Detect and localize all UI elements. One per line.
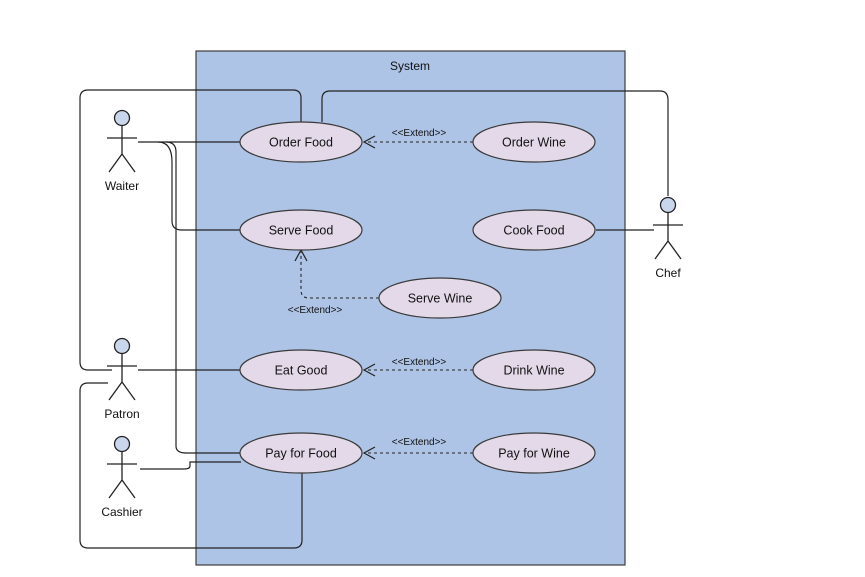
actor-patron[interactable]: Patron xyxy=(104,337,140,422)
use-case-cook-food-ellipse[interactable] xyxy=(472,209,596,251)
extend-pay-for-wine-arrow xyxy=(362,446,376,460)
use-case-order-food-label: Order Food xyxy=(269,136,333,150)
use-case-cook-food-label: Cook Food xyxy=(503,224,564,238)
use-case-order-food-ellipse[interactable] xyxy=(239,121,363,163)
use-case-pay-for-wine[interactable]: Pay for Wine xyxy=(472,432,596,474)
use-case-order-wine-ellipse[interactable] xyxy=(472,121,596,163)
actor-waiter-body xyxy=(107,126,137,173)
use-case-serve-wine[interactable]: Serve Wine xyxy=(378,277,502,319)
actor-chef[interactable]: Chef xyxy=(653,196,683,281)
use-cases: Order Food Order Wine Serve Food Cook Fo… xyxy=(239,121,596,474)
use-case-drink-wine-label: Drink Wine xyxy=(503,364,564,378)
extend-order-wine-arrow xyxy=(362,135,376,149)
use-case-pay-for-food-label: Pay for Food xyxy=(265,447,337,461)
actor-cashier-label: Cashier xyxy=(101,505,142,519)
associations xyxy=(79,89,669,549)
extend-serve-wine-label: <<Extend>> xyxy=(288,305,343,316)
actor-patron-head xyxy=(113,337,131,355)
use-case-serve-wine-label: Serve Wine xyxy=(408,292,473,306)
use-case-drink-wine-ellipse[interactable] xyxy=(472,349,596,391)
use-case-pay-for-wine-label: Pay for Wine xyxy=(498,447,570,461)
actor-patron-body xyxy=(107,354,137,401)
actor-waiter[interactable]: Waiter xyxy=(105,109,139,194)
actor-chef-head xyxy=(659,196,677,214)
actor-cashier-body xyxy=(107,452,137,499)
use-case-drink-wine[interactable]: Drink Wine xyxy=(472,349,596,391)
extend-drink-wine-label: <<Extend>> xyxy=(392,357,447,368)
actor-waiter-head xyxy=(113,109,131,127)
use-case-eat-good-label: Eat Good xyxy=(275,364,328,378)
extend-pay-for-wine-label: <<Extend>> xyxy=(392,437,447,448)
use-case-order-wine-label: Order Wine xyxy=(502,136,566,150)
extend-drink-wine-arrow xyxy=(362,363,376,377)
use-case-cook-food[interactable]: Cook Food xyxy=(472,209,596,251)
actor-waiter-label: Waiter xyxy=(105,179,139,193)
use-case-eat-good-ellipse[interactable] xyxy=(239,349,363,391)
assoc-patron-pay-for-food xyxy=(79,382,303,549)
use-case-serve-food-ellipse[interactable] xyxy=(239,209,363,251)
use-case-order-food[interactable]: Order Food xyxy=(239,121,363,163)
actor-cashier[interactable]: Cashier xyxy=(101,435,143,520)
actor-chef-label: Chef xyxy=(655,266,681,280)
use-case-serve-food[interactable]: Serve Food xyxy=(239,209,363,251)
assoc-cashier-pay-for-food xyxy=(140,461,241,470)
use-case-serve-wine-ellipse[interactable] xyxy=(378,277,502,319)
system-title: System xyxy=(390,59,430,73)
assoc-waiter-pay-for-food xyxy=(165,141,241,454)
actor-chef-body xyxy=(653,213,683,260)
actor-cashier-head xyxy=(113,435,131,453)
use-case-pay-for-food-ellipse[interactable] xyxy=(239,432,363,474)
use-case-serve-food-label: Serve Food xyxy=(269,224,334,238)
use-case-pay-for-food[interactable]: Pay for Food xyxy=(239,432,363,474)
extend-order-wine-label: <<Extend>> xyxy=(392,128,447,139)
use-case-eat-good[interactable]: Eat Good xyxy=(239,349,363,391)
assoc-waiter-serve-food xyxy=(157,141,241,231)
assoc-patron-order-food xyxy=(79,89,302,371)
assoc-chef-order-food xyxy=(321,90,669,196)
use-case-order-wine[interactable]: Order Wine xyxy=(472,121,596,163)
use-case-pay-for-wine-ellipse[interactable] xyxy=(472,432,596,474)
actor-patron-label: Patron xyxy=(104,407,139,421)
